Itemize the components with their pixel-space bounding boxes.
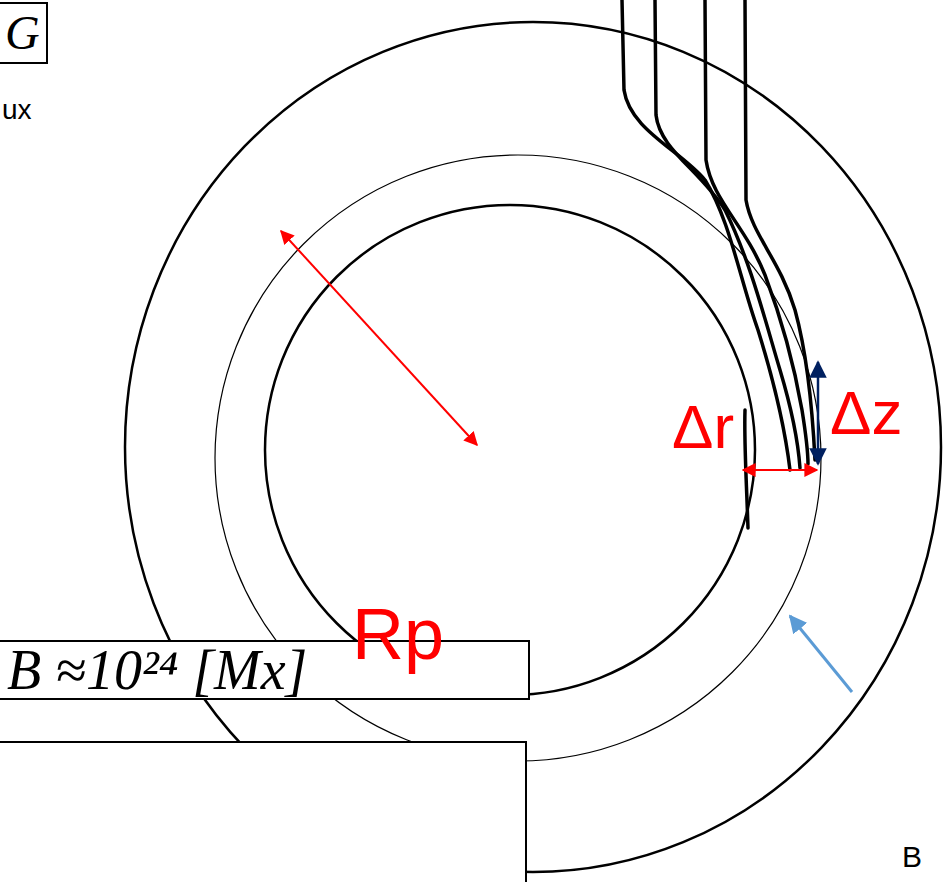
annotation-label: Δr <box>672 396 734 458</box>
formula-box: B ≈10²⁴ [Mx] <box>0 640 530 700</box>
annotation-label: ux <box>2 96 32 124</box>
formula-text: B ≈10²⁴ [Mx] <box>7 642 307 698</box>
annotation-label: Rp <box>352 598 444 670</box>
flux-tubes <box>622 0 815 528</box>
radius-arrow <box>281 231 477 445</box>
flux-line <box>745 0 815 460</box>
pointer-arrow <box>790 616 852 692</box>
flux-line <box>655 0 800 468</box>
delta-r-arrow <box>743 469 817 471</box>
formula-text: G <box>5 9 40 57</box>
formula-box: G <box>0 2 48 64</box>
annotation-label: B <box>902 842 922 872</box>
annotation-label: Δz <box>830 382 902 444</box>
inner-circle <box>265 205 755 695</box>
delta-z-arrow <box>817 362 820 464</box>
empty-box <box>0 742 526 882</box>
